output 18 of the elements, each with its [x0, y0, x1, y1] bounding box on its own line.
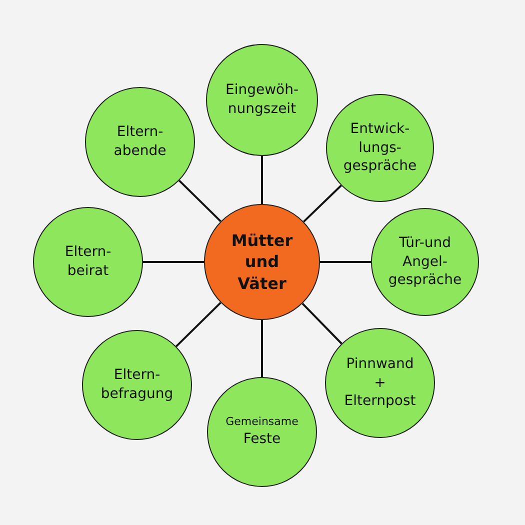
node-label: Tür-und Angel- gespräche [388, 234, 462, 290]
node-label: Eingewöh- nungszeit [225, 81, 299, 119]
node-label: Mütter und Väter [231, 230, 293, 294]
connector-line [320, 261, 371, 263]
node-label: Gemeinsame [226, 415, 298, 430]
connector-line [261, 320, 263, 377]
node-label: Entwick- lungs- gespräche [343, 120, 417, 176]
node-label: Eltern- beirat [64, 243, 112, 281]
connector-line [143, 261, 204, 263]
node-label: Eltern- abende [114, 123, 166, 161]
connector-line [261, 156, 263, 204]
node-label: Pinnwand + Elternpost [344, 354, 416, 412]
connector-line [176, 302, 222, 348]
node-label: Eltern- befragung [100, 366, 174, 404]
node-label: Feste [243, 430, 281, 449]
connector-line [178, 180, 222, 222]
connector-line [302, 302, 342, 344]
connector-line [303, 184, 342, 222]
